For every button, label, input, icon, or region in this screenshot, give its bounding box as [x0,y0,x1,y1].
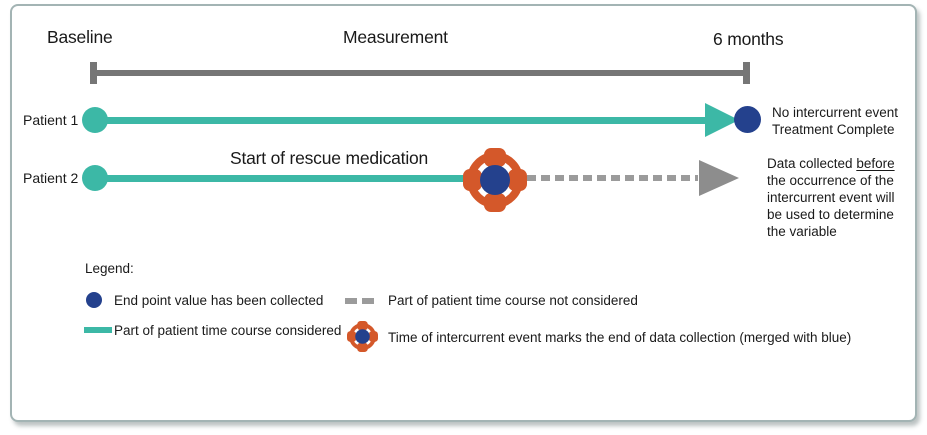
patient2-annotation: Data collected before the occurrence of … [767,155,927,240]
rescue-medication-label: Start of rescue medication [230,148,429,168]
patient1-endpoint-dot [734,106,761,133]
timeline-start-tick [90,62,97,84]
legend-considered-line-icon [84,327,112,333]
intercurrent-event-icon [463,148,527,212]
legend-item-intercurrent: Time of intercurrent event marks the end… [388,330,852,345]
baseline-label: Baseline [47,27,113,47]
six-months-label: 6 months [713,29,784,49]
patient2-annotation-line4: be used to determine [767,207,894,222]
patient2-annotation-line2: the occurrence of the [767,173,894,188]
patient2-annotation-line1-text: Data collected [767,156,857,171]
legend-item-considered: Part of patient time course considered [114,323,342,338]
patient2-annotation-underlined-word: before [856,156,895,171]
patient1-annotation-line2: Treatment Complete [772,122,895,137]
patient1-timecourse-line [95,117,713,124]
legend-not-considered-dash-icon [345,298,374,304]
legend-item-endpoint: End point value has been collected [114,293,324,308]
legend-title: Legend: [85,261,134,276]
patient1-annotation-line1: No intercurrent event [772,105,899,120]
patient2-label: Patient 2 [23,170,79,186]
patient1-label: Patient 1 [23,112,79,128]
patient2-annotation-line1: Data collected before [767,155,927,172]
measurement-label: Measurement [343,27,448,47]
legend-endpoint-dot-icon [86,292,102,308]
patient2-annotation-line5: the variable [767,224,837,239]
legend-intercurrent-event-icon [347,321,378,352]
patient1-arrowhead-icon [705,103,739,137]
patient2-timecourse-line [95,175,470,182]
legend-item-not-considered: Part of patient time course not consider… [388,293,638,308]
timeline-bar [93,70,750,76]
patient1-annotation: No intercurrent event Treatment Complete [772,104,898,138]
patient2-arrowhead-icon [699,160,739,196]
timeline-end-tick [743,62,750,84]
patient2-not-considered-dashline [527,175,698,181]
patient2-annotation-line3: intercurrent event will [767,190,895,205]
